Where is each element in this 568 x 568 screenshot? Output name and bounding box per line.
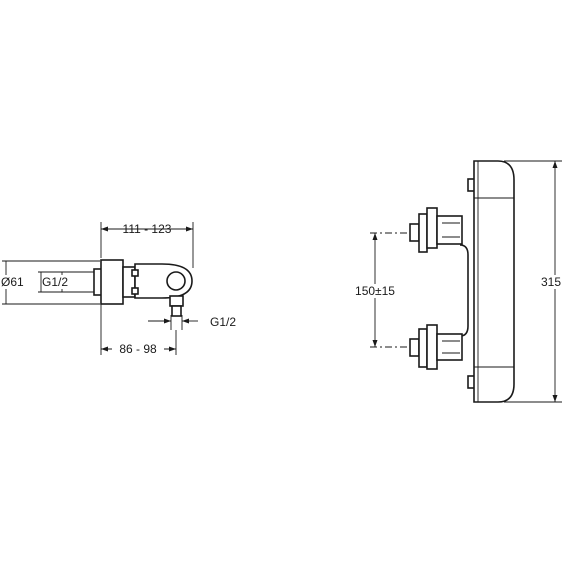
top-inlet-flange	[418, 213, 428, 253]
bottom-inlet-body	[436, 333, 463, 361]
arrowhead	[186, 226, 193, 232]
bottom-inlet-fitting	[409, 338, 420, 357]
label-mask	[112, 342, 164, 356]
arrowhead	[182, 318, 189, 324]
dimension-label-thread-left: G1/2	[42, 275, 68, 289]
arrowhead	[101, 226, 108, 232]
nut-detail	[131, 287, 139, 295]
control-knob	[166, 271, 186, 291]
arrowhead	[101, 346, 108, 352]
front-view: 150±15 315	[349, 160, 568, 403]
wall-flange	[100, 259, 124, 305]
bottom-inlet-nut	[426, 324, 438, 370]
label-mask	[349, 284, 401, 298]
outlet-connector	[169, 295, 184, 307]
arrowhead	[372, 233, 378, 240]
dimension-label-spacing: 150±15	[355, 284, 395, 298]
dimension-label-diameter: Ø61	[1, 275, 24, 289]
arrowhead	[164, 318, 171, 324]
top-inlet-body	[436, 215, 463, 245]
top-inlet-fitting	[409, 223, 420, 242]
dimension-label-bottom: 86 - 98	[119, 342, 157, 356]
connecting-tube	[459, 244, 469, 337]
dimension-label-thread-outlet: G1/2	[210, 315, 236, 329]
label-mask	[540, 275, 568, 289]
arrowhead	[169, 346, 176, 352]
side-view: 111 - 123 Ø61 G1/2 G1/2	[0, 222, 236, 356]
label-mask	[0, 275, 32, 289]
arrowhead	[552, 161, 558, 168]
arrowhead	[372, 340, 378, 347]
top-inlet-nut	[426, 207, 438, 249]
arrowhead	[552, 395, 558, 402]
thermostat-body	[473, 160, 515, 403]
label-mask	[42, 275, 72, 289]
dimension-label-top: 111 - 123	[123, 222, 172, 236]
bottom-inlet-flange	[418, 328, 428, 368]
dimension-label-height: 315	[541, 275, 561, 289]
outlet-thread	[171, 305, 182, 317]
nut-detail	[131, 269, 139, 277]
